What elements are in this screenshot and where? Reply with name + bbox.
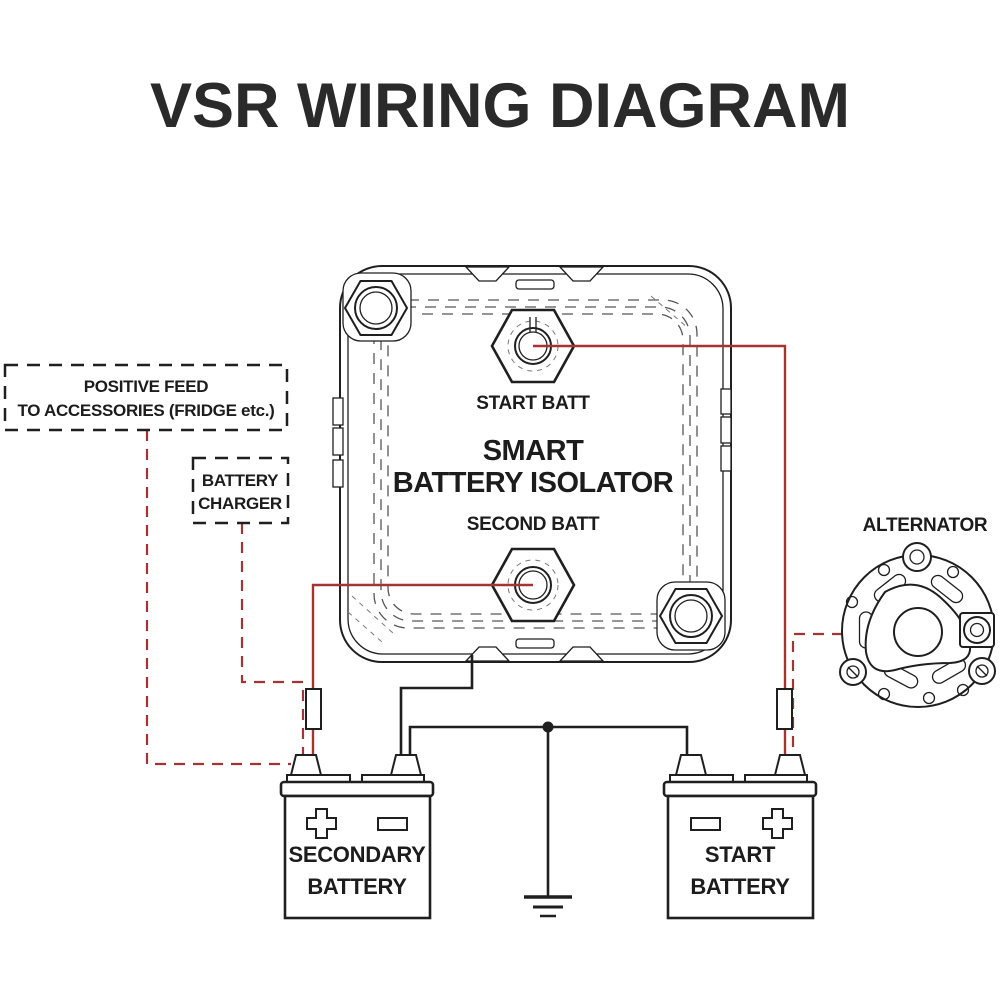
battery-lid bbox=[662, 780, 818, 798]
wire-isolator-ground bbox=[399, 655, 474, 756]
corner-hatch bbox=[650, 295, 689, 329]
minus-symbol bbox=[690, 817, 721, 831]
label-start-batt: START BATT bbox=[476, 393, 590, 414]
isolator-side-tab bbox=[720, 445, 732, 472]
charger-label-1: BATTERY bbox=[202, 471, 279, 490]
isolator-side-tab bbox=[332, 397, 344, 426]
wire-charger bbox=[240, 523, 305, 755]
isolator-side-tab bbox=[720, 388, 732, 415]
charger-box: BATTERY CHARGER bbox=[191, 456, 290, 525]
secondary-battery-label-1: SECONDARY bbox=[288, 842, 426, 867]
isolator-notch bbox=[558, 266, 605, 282]
alternator-pulley bbox=[893, 607, 943, 657]
alternator-bolt-bottom-left bbox=[839, 658, 867, 686]
isolator-notch bbox=[515, 638, 555, 649]
isolator-side-tab bbox=[332, 427, 344, 456]
positive-feed-label-1: POSITIVE FEED bbox=[84, 377, 209, 396]
charger-label-2: CHARGER bbox=[198, 494, 282, 513]
wire-start-positive bbox=[533, 344, 787, 690]
isolator-notch bbox=[464, 266, 511, 282]
battery-body bbox=[666, 794, 815, 920]
fuse-start bbox=[776, 688, 793, 730]
label-second-batt: SECOND BATT bbox=[467, 514, 600, 535]
battery-post-positive bbox=[773, 754, 807, 776]
isolator-notch bbox=[464, 646, 511, 662]
secondary-battery: SECONDARY BATTERY bbox=[279, 754, 435, 920]
isolator-decor-dashes bbox=[373, 299, 698, 629]
wire-second-positive bbox=[311, 583, 533, 690]
alternator-terminal-lug bbox=[959, 612, 995, 648]
battery-post-negative bbox=[389, 754, 423, 776]
battery-body bbox=[283, 794, 432, 920]
battery-post-positive bbox=[289, 754, 323, 776]
isolator-side-tab bbox=[332, 459, 344, 488]
wire-alternator bbox=[791, 632, 843, 755]
positive-feed-label-2: TO ACCESSORIES (FRIDGE etc.) bbox=[17, 401, 274, 420]
plus-symbol bbox=[762, 808, 793, 839]
page-title: VSR WIRING DIAGRAM bbox=[150, 71, 850, 141]
isolator-notch bbox=[515, 279, 555, 290]
fuse-secondary bbox=[305, 688, 322, 730]
ground-symbol bbox=[524, 727, 572, 918]
corner-hatch bbox=[347, 611, 383, 643]
start-battery-label-1: START bbox=[705, 842, 776, 867]
alternator-bolt-bottom-right bbox=[968, 657, 996, 685]
corner-bolt-top-left bbox=[342, 272, 412, 342]
minus-symbol bbox=[377, 817, 408, 831]
alternator-label: ALTERNATOR bbox=[863, 515, 988, 536]
wire-positive-feed bbox=[145, 430, 291, 766]
corner-bolt-bottom-right bbox=[656, 581, 726, 651]
isolator-side-tab bbox=[720, 416, 732, 444]
start-battery-label-2: BATTERY bbox=[690, 874, 790, 899]
positive-feed-box: POSITIVE FEED TO ACCESSORIES (FRIDGE etc… bbox=[3, 363, 289, 432]
alternator: ALTERNATOR bbox=[839, 515, 996, 708]
isolator: START BATT SMART BATTERY ISOLATOR SECOND… bbox=[332, 265, 732, 663]
alternator-bolt-top bbox=[902, 542, 932, 572]
battery-post-negative bbox=[674, 754, 708, 776]
battery-lid bbox=[279, 780, 435, 798]
plus-symbol bbox=[306, 808, 337, 839]
alternator-bumps bbox=[845, 563, 970, 705]
start-battery: START BATTERY bbox=[662, 754, 818, 920]
secondary-battery-label-2: BATTERY bbox=[307, 874, 407, 899]
isolator-name-line2: BATTERY ISOLATOR bbox=[393, 467, 674, 499]
isolator-notch bbox=[558, 646, 605, 662]
isolator-name-line1: SMART bbox=[483, 435, 584, 467]
